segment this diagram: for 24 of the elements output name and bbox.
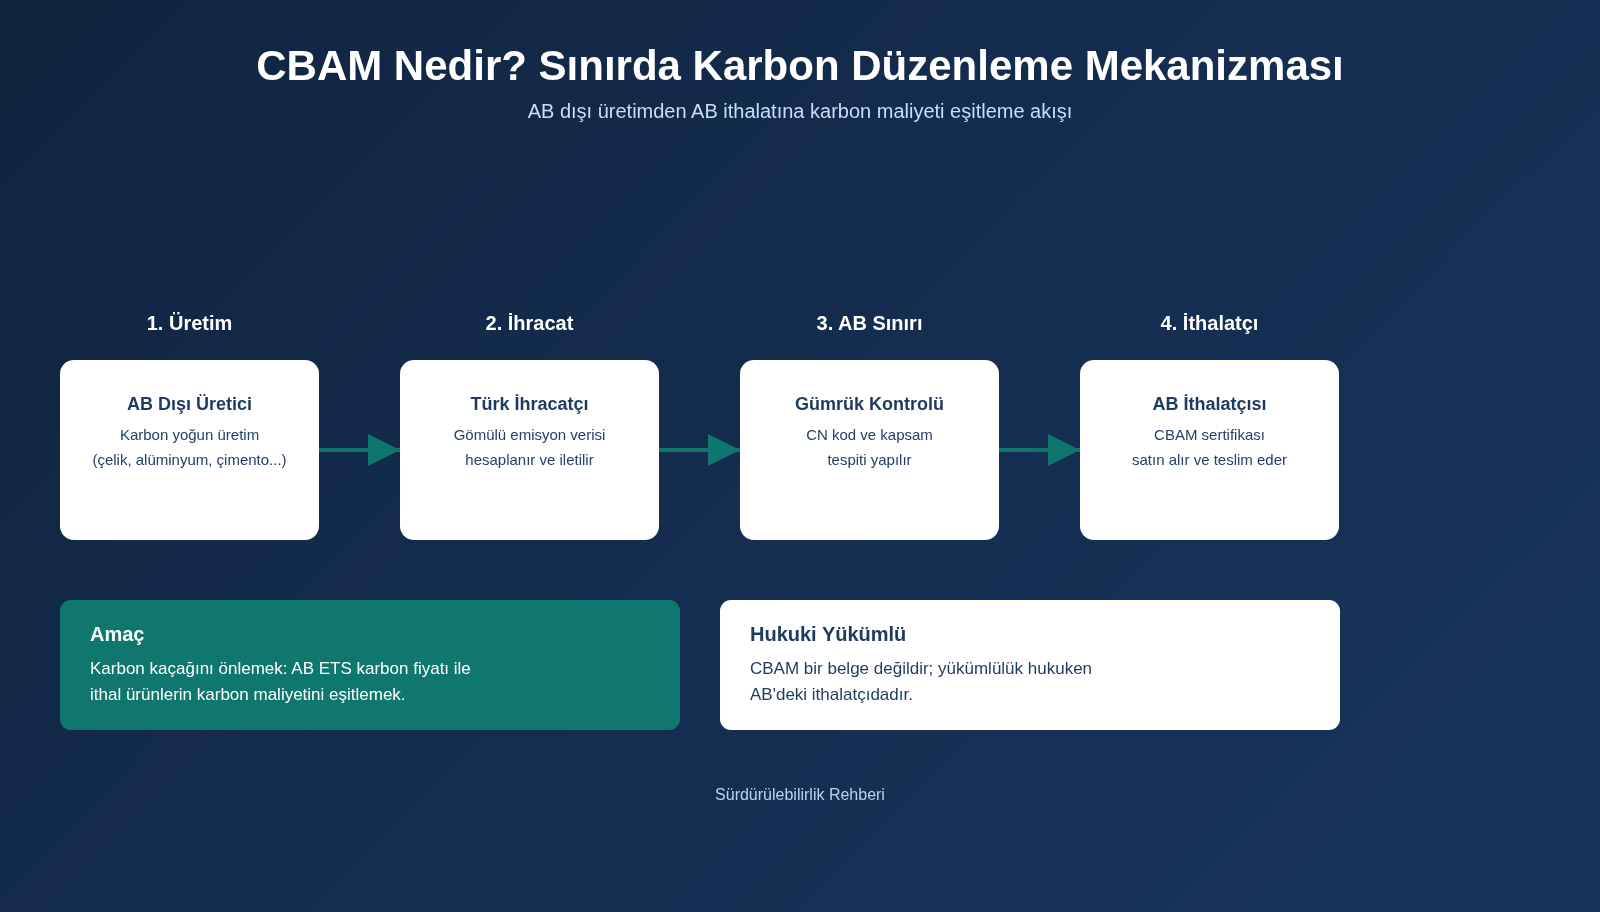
step-heading: 1. Üretim (146, 311, 233, 335)
info-card (60, 600, 680, 730)
box-title: Türk İhracatçı (470, 393, 589, 415)
card-text: CBAM bir belge değildir; yükümlülük hukuken AB'deki ithalatçıdadır. (750, 658, 1093, 706)
arrow (319, 434, 400, 466)
subtitle: AB dışı üretimden AB ithalatına karbon maliyeti eşitleme akışı (527, 99, 1073, 123)
arrow (999, 434, 1080, 466)
card-title: Hukuki Yükümlü (750, 622, 907, 646)
info-card (720, 600, 1340, 730)
card-text: Karbon kaçağını önlemek: AB ETS karbon fiyatı ile ithal ürünlerin karbon maliyetini eşitlemek. (90, 658, 471, 706)
footer-text: Sürdürülebilirlik Rehberi (715, 785, 885, 805)
box-description: Karbon yoğun üretim (çelik, alüminyum, çimento...) (92, 425, 287, 470)
step-heading: 4. İthalatçı (1160, 311, 1259, 335)
card-title: Amaç (90, 622, 145, 646)
arrow (659, 434, 740, 466)
box-title: Gümrük Kontrolü (795, 393, 944, 415)
box-title: AB İthalatçısı (1152, 393, 1267, 415)
box-description: CBAM sertifikası satın alır ve teslim eder (1131, 425, 1288, 470)
step-heading: 2. İhracat (485, 311, 574, 335)
page-title: CBAM Nedir? Sınırda Karbon Düzenleme Mekanizması (256, 41, 1344, 91)
box-description: Gömülü emisyon verisi hesaplanır ve iletilir (453, 425, 606, 470)
step-heading: 3. AB Sınırı (816, 311, 923, 335)
box-title: AB Dışı Üretici (126, 393, 252, 415)
box-description: CN kod ve kapsam tespiti yapılır (806, 425, 933, 470)
